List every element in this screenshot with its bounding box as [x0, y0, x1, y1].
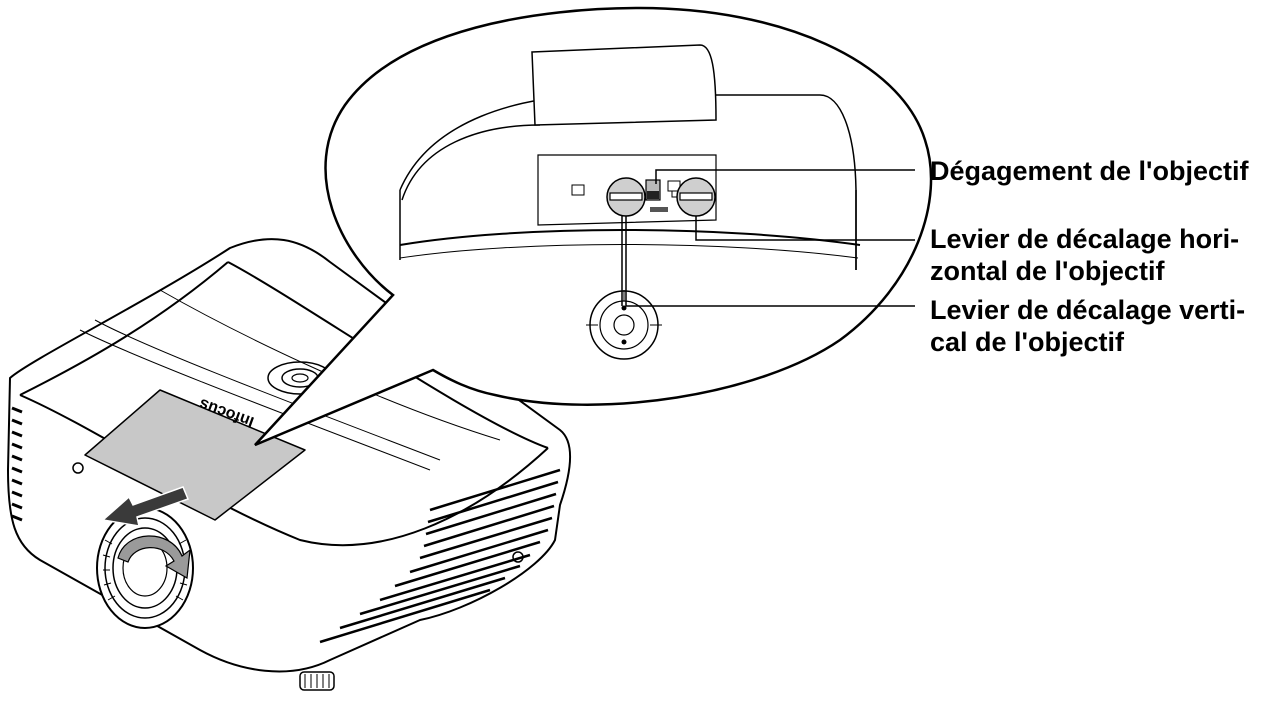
right-vents	[319, 468, 561, 644]
leader-horizontal-shift	[695, 216, 915, 241]
housing-inner-curve	[401, 124, 541, 201]
callout-horizontal-shift-line-1: Levier de décalage hori-	[930, 224, 1240, 254]
callout-lens-release-label: Dégagement de l'objectif	[930, 155, 1248, 187]
top-groove-3	[159, 289, 501, 441]
callout-vertical-shift-label: Levier de décalage verti- cal de l'objec…	[930, 294, 1245, 358]
leader-lens-release	[655, 169, 915, 184]
zoomed-keypad-inner	[613, 314, 635, 336]
projector-front-edge	[19, 394, 549, 547]
ir-sensor	[72, 462, 84, 474]
projector-top-edge	[19, 261, 229, 396]
top-cap	[531, 44, 717, 126]
callout-lens-release-line-1: Dégagement de l'objectif	[930, 156, 1249, 186]
leader-lines	[621, 169, 915, 307]
left-vents	[11, 406, 23, 522]
zoomed-detail	[399, 44, 861, 360]
lens-rotation-arrow	[117, 535, 191, 579]
side-connector	[512, 551, 524, 563]
zoom-callout-bubble	[254, 6, 933, 447]
callout-vertical-shift-line-1: Levier de décalage verti-	[930, 295, 1246, 325]
top-groove-2	[94, 319, 441, 461]
callout-balloon	[254, 6, 933, 447]
inner-panel	[537, 154, 717, 226]
lens-release-slot	[650, 207, 668, 212]
callout-horizontal-shift-line-2: zontal de l'objectif	[930, 256, 1165, 286]
top-keypad-center	[291, 373, 309, 383]
leader-vertical-shift	[625, 216, 915, 307]
lens-cover-removal-arrow	[101, 486, 189, 527]
top-groove-1	[79, 329, 431, 471]
callout-vertical-shift-line-2: cal de l'objectif	[930, 327, 1124, 357]
callout-horizontal-shift-label: Levier de décalage hori- zontal de l'obj…	[930, 223, 1239, 287]
